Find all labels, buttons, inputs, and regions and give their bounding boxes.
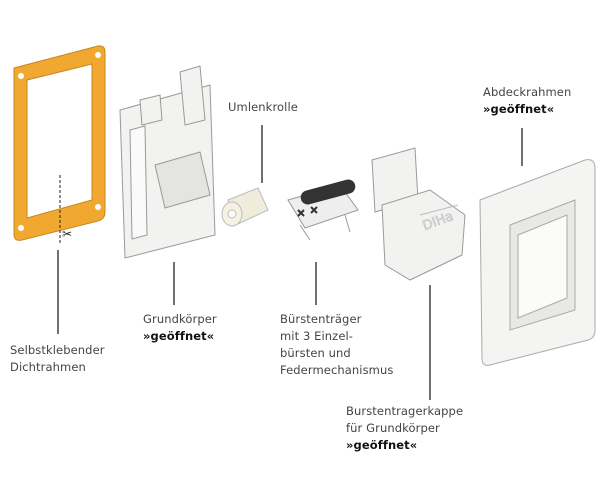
deflection-roller bbox=[221, 187, 269, 227]
label-state: »geöffnet« bbox=[483, 102, 555, 116]
label-deflection-roller: Umlenkrolle bbox=[228, 99, 298, 116]
label-text: Abdeckrahmen bbox=[483, 85, 572, 99]
base-body bbox=[119, 65, 216, 259]
label-state: »geöffnet« bbox=[346, 438, 418, 452]
label-text: Selbstklebender bbox=[10, 343, 105, 357]
seal-frame: ✂ bbox=[13, 45, 106, 245]
label-state: »geöffnet« bbox=[143, 329, 215, 343]
label-brush-carrier: Bürstenträger mit 3 Einzel- bürsten und … bbox=[280, 311, 393, 379]
label-text: mit 3 Einzel- bbox=[280, 329, 354, 343]
label-text: bürsten und bbox=[280, 346, 351, 360]
label-brush-carrier-cap: Burstentragerkappe für Grundkörper »geöf… bbox=[346, 403, 463, 454]
brush-carrier bbox=[287, 179, 359, 241]
label-base-body: Grundkörper »geöffnet« bbox=[143, 311, 217, 345]
label-text: für Grundkörper bbox=[346, 421, 440, 435]
label-text: Burstentragerkappe bbox=[346, 404, 464, 418]
label-text: Federmechanismus bbox=[280, 363, 394, 377]
label-cover-frame: Abdeckrahmen »geöffnet« bbox=[483, 84, 571, 118]
label-text: Umlenkrolle bbox=[228, 100, 298, 114]
brush-carrier-cap: DIHa bbox=[371, 147, 466, 281]
cover-frame bbox=[479, 159, 596, 366]
label-text: Grundkörper bbox=[143, 312, 217, 326]
label-seal-frame: Selbstklebender Dichtrahmen bbox=[10, 342, 105, 376]
leader-lines bbox=[57, 125, 523, 400]
label-text: Dichtrahmen bbox=[10, 360, 86, 374]
scissors-icon: ✂ bbox=[62, 227, 72, 241]
label-text: Bürstenträger bbox=[280, 312, 362, 326]
